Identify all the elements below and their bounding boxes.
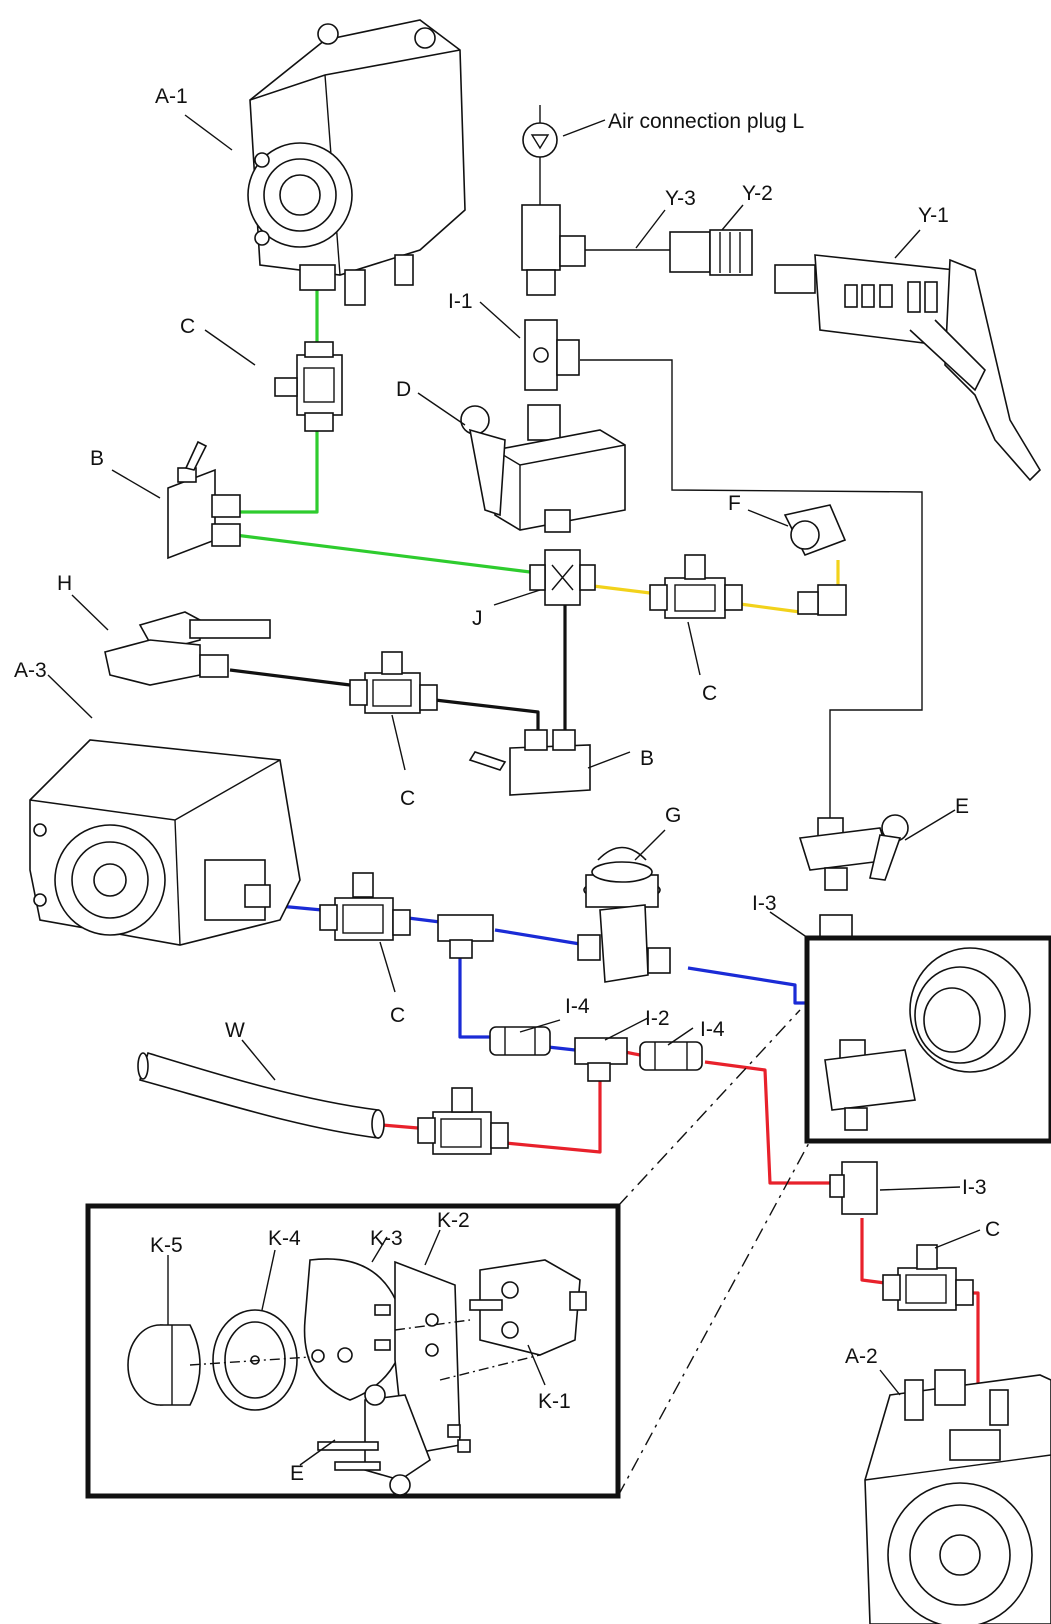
push-button-valve-g — [577, 846, 671, 983]
flow-valve-c-red-left — [417, 1087, 509, 1155]
label-i4-right: I-4 — [700, 1018, 725, 1041]
toggle-valve-b-mid — [468, 729, 591, 796]
label-k2: K-2 — [437, 1209, 470, 1232]
label-c-black: C — [400, 787, 415, 810]
label-i2: I-2 — [645, 1007, 670, 1030]
hose-red-w-c — [381, 1123, 419, 1130]
inset-axis — [189, 1319, 541, 1381]
flow-valve-c-blue — [319, 872, 411, 941]
label-c-blue: C — [390, 1004, 405, 1027]
label-a2: A-2 — [845, 1345, 878, 1368]
hose-red-c-i2 — [504, 1080, 602, 1154]
label-air-plug: Air connection plug L — [608, 110, 804, 133]
label-c-yellow: C — [702, 682, 717, 705]
label-j: J — [472, 607, 483, 630]
label-w: W — [225, 1019, 245, 1042]
label-d: D — [396, 378, 411, 401]
hose-red-i3-c — [860, 1218, 886, 1285]
label-i4-left: I-4 — [565, 995, 590, 1018]
label-e-mid: E — [955, 795, 969, 818]
tee-fitting-blue — [437, 914, 494, 959]
motor-a2 — [864, 1369, 1051, 1624]
hose-blue-t-g — [494, 928, 581, 946]
hose-blue-c-t — [407, 916, 441, 924]
label-k5: K-5 — [150, 1234, 183, 1257]
air-gun-y1 — [774, 254, 1042, 482]
label-e-inset: E — [290, 1462, 304, 1485]
roller-valve-d — [460, 404, 626, 533]
label-g: G — [665, 804, 681, 827]
label-k4: K-4 — [268, 1227, 301, 1250]
hose-black-c-b — [434, 698, 540, 740]
hose-yellow-c-f — [739, 602, 801, 614]
label-y1: Y-1 — [918, 204, 949, 227]
tee-fitting-i3-lower — [829, 1161, 878, 1215]
roller-valve-e-mid — [798, 814, 909, 891]
fitting-i4-right — [639, 1041, 703, 1071]
hose-thin-i1-e — [580, 359, 923, 820]
label-k1: K-1 — [538, 1390, 571, 1413]
leader-lines — [47, 114, 981, 1466]
hose-yellow-j-c — [584, 583, 651, 595]
label-h: H — [57, 572, 72, 595]
hose-black-h-c — [229, 668, 351, 687]
label-c-red: C — [985, 1218, 1000, 1241]
hose-blue-i4-i2 — [547, 1045, 576, 1052]
motor-a3 — [29, 739, 301, 946]
plate-k3 — [303, 1258, 406, 1401]
hose-blue-t-i4 — [458, 958, 490, 1039]
coupler-y2 — [669, 229, 753, 276]
label-k3: K-3 — [370, 1227, 403, 1250]
tee-i1 — [524, 319, 580, 391]
hose-green-b-j — [234, 533, 531, 574]
cylinder-h — [104, 611, 271, 686]
leader-inset-bottom — [617, 1140, 811, 1497]
label-a1: A-1 — [155, 85, 188, 108]
inset-box-right — [804, 935, 1051, 1144]
label-b-mid: B — [640, 747, 654, 770]
motor-a1 — [247, 19, 466, 306]
label-i1: I-1 — [448, 290, 473, 313]
hose-green-c-b — [235, 430, 319, 514]
label-y2: Y-2 — [742, 182, 773, 205]
label-y3: Y-3 — [665, 187, 696, 210]
label-c-top: C — [180, 315, 195, 338]
label-i3-upper: I-3 — [752, 892, 777, 915]
fitting-i4-left — [489, 1026, 551, 1056]
label-b-top: B — [90, 447, 104, 470]
air-plug-l — [522, 105, 558, 205]
roller-valve-e-inset — [317, 1384, 471, 1496]
flow-valve-c-yellow — [649, 554, 743, 619]
bracket-k2 — [374, 1260, 461, 1456]
block-k1 — [469, 1259, 587, 1356]
elbow-fitting-f — [783, 504, 847, 616]
toggle-valve-b-top — [167, 440, 241, 560]
flow-valve-c-red-right — [882, 1244, 974, 1311]
tee-fitting-i2 — [574, 1037, 628, 1082]
flow-valve-c-top — [274, 341, 343, 432]
label-a3: A-3 — [14, 659, 47, 682]
hose-w — [137, 1051, 385, 1139]
tee-fitting-top — [521, 204, 586, 296]
cross-fitting-j — [529, 549, 596, 606]
label-f: F — [728, 492, 741, 515]
knob-k5 — [127, 1324, 201, 1406]
hose-red-i4-i3 — [704, 1060, 842, 1185]
flow-valve-c-black — [349, 651, 438, 714]
label-i3-lower: I-3 — [962, 1176, 987, 1199]
